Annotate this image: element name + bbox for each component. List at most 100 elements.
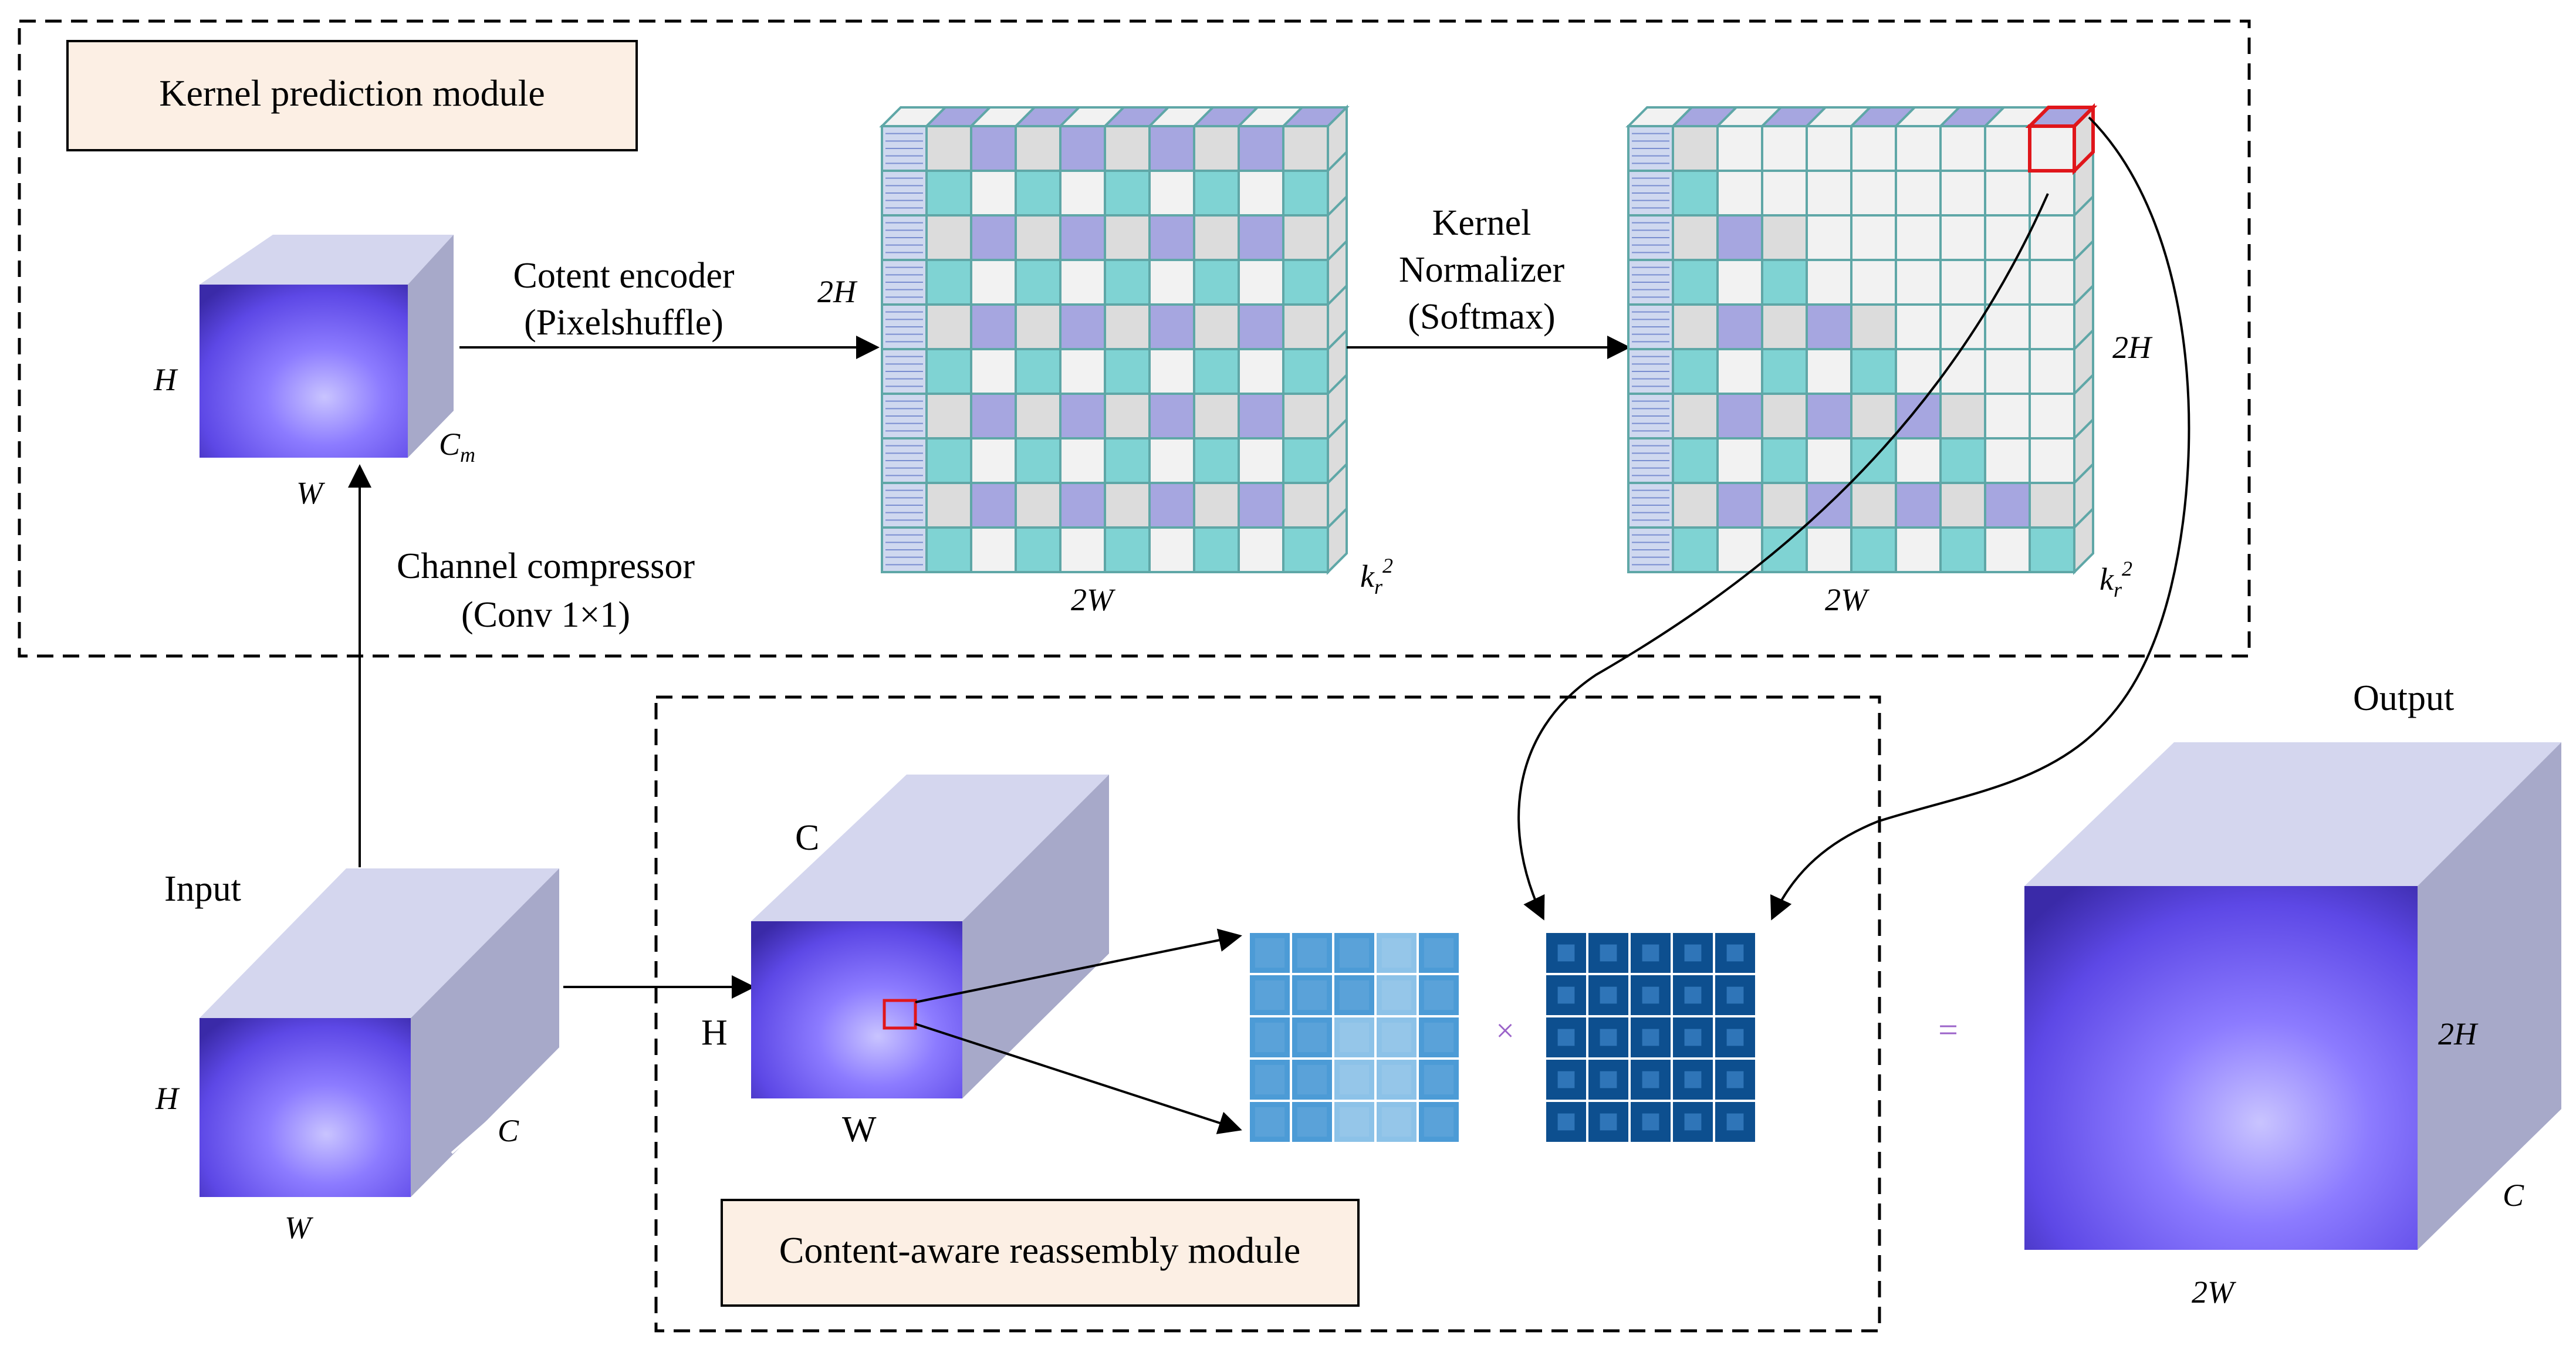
grid-cell xyxy=(1761,170,1808,217)
normalizer-label-line3: (Softmax) xyxy=(1408,297,1555,337)
kernel-cell-center xyxy=(1642,1029,1659,1046)
grid-cell xyxy=(1193,393,1240,439)
patch-cell-shade xyxy=(1339,1022,1370,1053)
patch-cell xyxy=(1417,1057,1461,1102)
kernel-cell-center xyxy=(1557,1029,1575,1046)
grid-cell xyxy=(2029,526,2075,573)
grid-cell xyxy=(1895,526,1942,573)
equals-icon: = xyxy=(1938,1010,1958,1049)
grid-cell xyxy=(2029,303,2075,350)
times-icon: × xyxy=(1496,1013,1515,1049)
grid-cell xyxy=(1984,259,2031,306)
grid-cell xyxy=(1806,437,1852,484)
grid-cell xyxy=(1939,348,1986,395)
grid-cell xyxy=(925,259,972,306)
kernel-cell-center xyxy=(1557,1113,1575,1131)
grid-cell xyxy=(925,437,972,484)
grid-cell xyxy=(1193,526,1240,573)
grid-cell xyxy=(1939,214,1986,261)
grid-cell xyxy=(1059,526,1106,573)
input-w-label: W xyxy=(285,1210,314,1245)
grid-cell xyxy=(1015,437,1061,484)
grid2-w-label: 2W xyxy=(1825,582,1870,617)
grid-cell xyxy=(1939,393,1986,439)
patch-cell-shade xyxy=(1255,1064,1285,1095)
grid-cell xyxy=(1238,482,1284,529)
grid-cell xyxy=(1806,125,1852,172)
grid-cell xyxy=(1895,482,1942,529)
grid-cell xyxy=(1148,526,1195,573)
kernel-cell-center xyxy=(1557,986,1575,1004)
grid-cell xyxy=(1059,259,1106,306)
grid-cell xyxy=(1939,170,1986,217)
patch-cell xyxy=(1290,973,1334,1017)
grid-cell xyxy=(1984,125,2031,172)
output-h-label: 2H xyxy=(2438,1016,2479,1052)
kernel-cell-center xyxy=(1726,1029,1744,1046)
grid-cell xyxy=(1939,125,1986,172)
small-feature-w-label: W xyxy=(296,475,326,510)
grid-cell xyxy=(1895,259,1942,306)
grid-cell xyxy=(1282,303,1329,350)
grid-cell xyxy=(1148,170,1195,217)
grid-cell xyxy=(1895,393,1942,439)
patch-cell-shade xyxy=(1381,1107,1412,1137)
grid-cell xyxy=(1148,482,1195,529)
kernel-cell-center xyxy=(1726,1113,1744,1131)
kernel-cell-center xyxy=(1726,1071,1744,1088)
patch-cell-shade xyxy=(1297,1022,1327,1053)
grid-cell xyxy=(970,348,1017,395)
patch-cell-shade xyxy=(1297,1064,1327,1095)
patch-cell xyxy=(1290,931,1334,975)
grid-cell xyxy=(1104,482,1151,529)
patch-arrow-top xyxy=(915,928,1242,1003)
content-aware-title-box xyxy=(721,1199,1360,1307)
grid-cell xyxy=(925,482,972,529)
grid-cell xyxy=(1761,348,1808,395)
grid-cell xyxy=(1850,170,1897,217)
grid-cell xyxy=(1806,214,1852,261)
kernel-cell-center xyxy=(1726,944,1744,962)
grid1-k-label: kr2 xyxy=(1360,554,1393,599)
grid-cell xyxy=(1806,348,1852,395)
patch-arrow-bottom xyxy=(915,1023,1242,1134)
grid-cell xyxy=(1895,437,1942,484)
mid-feature-highlight xyxy=(883,999,917,1030)
grid-cell xyxy=(1984,482,2031,529)
grid-cell xyxy=(1895,170,1942,217)
grid-cell xyxy=(1015,125,1061,172)
grid-cell xyxy=(1850,259,1897,306)
patch-cell xyxy=(1417,1015,1461,1060)
output-cube xyxy=(2024,742,2561,1250)
grid-cell xyxy=(1895,303,1942,350)
kernel-cell-center xyxy=(1684,944,1702,962)
patch-cell-shade xyxy=(1297,980,1327,1010)
small-feature-cube xyxy=(200,235,454,458)
patch-cell-shade xyxy=(1339,980,1370,1010)
compressor-label-line1: Channel compressor xyxy=(397,546,695,586)
grid-cell xyxy=(1282,526,1329,573)
grid-cell xyxy=(925,214,972,261)
patch-cell xyxy=(1544,1057,1588,1102)
grid-cell xyxy=(1939,482,1986,529)
patch-cell-shade xyxy=(1381,1064,1412,1095)
grid-cell xyxy=(1015,303,1061,350)
grid-cell xyxy=(1015,482,1061,529)
patch-cell-shade xyxy=(1424,1064,1454,1095)
patch-cell xyxy=(1290,1100,1334,1144)
grid-cell xyxy=(1282,393,1329,439)
grid-cell xyxy=(1015,259,1061,306)
grid-cell xyxy=(1193,437,1240,484)
kernel-cell-center xyxy=(1600,986,1617,1004)
patch-cell-shade xyxy=(1255,938,1285,968)
patch-cell xyxy=(1332,1015,1377,1060)
patch-cell xyxy=(1248,1100,1292,1144)
grid-cell xyxy=(925,526,972,573)
output-title: Output xyxy=(2353,678,2454,718)
patch-cell-shade xyxy=(1424,1022,1454,1053)
grid-cell xyxy=(1672,348,1719,395)
input-cube xyxy=(200,868,559,1197)
reassembly-kernel-grid xyxy=(1544,931,1757,1144)
mid-feature-h-label: H xyxy=(701,1013,728,1053)
grid-cell xyxy=(1282,170,1329,217)
